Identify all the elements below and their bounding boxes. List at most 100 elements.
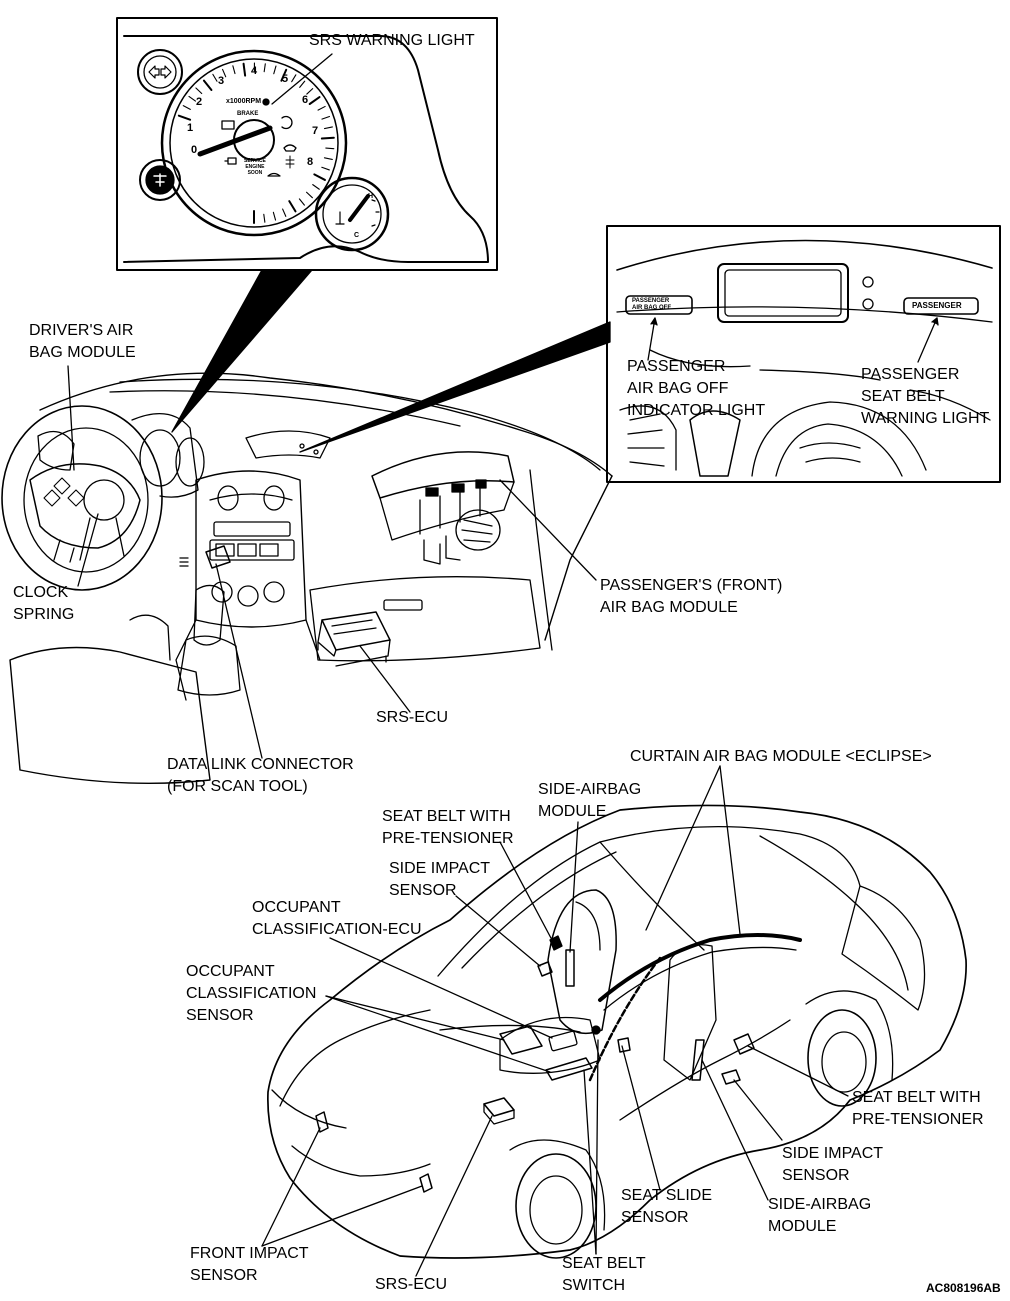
tach-unit: x1000RPM xyxy=(226,98,262,105)
front-impact-sensor-leader-1 xyxy=(261,1127,321,1247)
label-seat-belt-pretensioner-right: SEAT BELT WITH PRE-TENSIONER xyxy=(852,1089,984,1128)
temp-hot-mark: H xyxy=(368,193,374,200)
label-occupant-classification-sensor: OCCUPANT CLASSIFICATION SENSOR xyxy=(186,963,317,1024)
label-side-impact-sensor-right: SIDE IMPACT SENSOR xyxy=(782,1145,884,1184)
side-impact-sensor-right-part xyxy=(721,1069,741,1085)
tach-tick xyxy=(263,213,266,223)
seat-slide-sensor-leader xyxy=(621,1045,661,1191)
tach-tick xyxy=(288,200,297,213)
label-seat-belt-switch: SEAT BELT SWITCH xyxy=(562,1255,646,1294)
data-link-connector-leader xyxy=(215,563,263,759)
tach-tick xyxy=(306,88,314,95)
hazard-button xyxy=(137,49,183,95)
seat-belt-pretensioner-left-leader xyxy=(499,841,553,941)
tach-number: 4 xyxy=(251,65,258,77)
side-airbag-bottom-part xyxy=(691,1039,705,1081)
srs-warning-light-leader xyxy=(271,53,333,105)
tach-number: 6 xyxy=(302,94,309,106)
label-passengers-front-air-bag-module: PASSENGER'S (FRONT) AIR BAG MODULE xyxy=(600,577,783,616)
passenger-badge-text: PASSENGER xyxy=(912,301,962,310)
label-srs-warning-light: SRS WARNING LIGHT xyxy=(309,32,475,49)
side-impact-sensor-left-leader xyxy=(455,895,541,967)
tach-tick xyxy=(202,79,213,91)
tach-tick xyxy=(242,62,247,77)
clock-spring-leader xyxy=(77,513,99,587)
hazard-icon xyxy=(148,65,172,79)
side-airbag-top-leader xyxy=(569,821,579,953)
tach-tick xyxy=(321,115,331,120)
tach-tick xyxy=(272,211,277,221)
seat-belt-switch-leader-2 xyxy=(583,1069,597,1255)
tach-tick xyxy=(298,198,305,206)
tach-tick xyxy=(321,166,330,171)
front-impact-sensor-right-part xyxy=(419,1173,433,1193)
side-impact-sensor-left-part xyxy=(537,961,553,977)
tach-tick xyxy=(280,68,288,82)
seat-belt-pretensioner-right-part xyxy=(733,1033,755,1055)
curtain-air-bag-leader-1 xyxy=(645,765,721,931)
tach-tick xyxy=(232,65,236,75)
temp-cold-mark: C xyxy=(354,232,360,239)
air-bag-off-badge-text: PASSENGER AIR BAG OFF xyxy=(632,298,671,311)
seat-belt-switch-leader-1 xyxy=(595,1039,599,1255)
air-bag-off-badge xyxy=(625,295,693,315)
tach-tick xyxy=(282,208,287,217)
seat-belt-pretensioner-left-part xyxy=(549,935,563,951)
indicator-callout-wedge xyxy=(299,321,611,453)
tach-tick xyxy=(273,65,277,75)
tach-number: 7 xyxy=(312,125,319,137)
tach-tick xyxy=(323,126,333,130)
seat-slide-sensor-part xyxy=(617,1037,631,1053)
tach-number: 0 xyxy=(191,144,198,156)
car-leaders xyxy=(261,765,849,1277)
occupant-classification-parts xyxy=(499,1025,601,1081)
occupant-classification-sensor-leader-1 xyxy=(325,995,505,1041)
temp-needle xyxy=(348,194,370,222)
tach-tick xyxy=(212,73,218,82)
label-front-impact-sensor: FRONT IMPACT SENSOR xyxy=(190,1245,309,1284)
label-occupant-classification-ecu: OCCUPANT CLASSIFICATION-ECU xyxy=(252,899,422,938)
tach-tick xyxy=(320,136,335,140)
seat-belt-warning-leader xyxy=(917,317,938,363)
car-illustration xyxy=(267,804,967,1259)
air-bag-off-leader xyxy=(647,317,656,361)
temperature-gauge xyxy=(314,176,390,252)
tach-number: 2 xyxy=(196,96,203,108)
passenger-air-bag-module xyxy=(371,451,515,565)
passenger-air-bag-leader xyxy=(499,479,597,581)
side-airbag-top-part xyxy=(565,949,575,987)
label-srs-ecu-car: SRS-ECU xyxy=(375,1276,448,1293)
dashboard-illustration xyxy=(1,372,613,785)
tach-number: 8 xyxy=(307,156,314,168)
tach-tick xyxy=(306,191,313,199)
srs-ecu-dash-leader xyxy=(359,645,411,713)
passenger-seat-belt-badge xyxy=(903,297,979,315)
label-clock-spring: CLOCK SPRING xyxy=(13,584,75,623)
tach-tick xyxy=(195,87,203,95)
tach-tick xyxy=(299,80,306,88)
curtain-air-bag-leader-2 xyxy=(719,765,741,935)
label-seat-belt-pretensioner-left: SEAT BELT WITH PRE-TENSIONER xyxy=(382,808,514,847)
tach-tick xyxy=(222,68,227,78)
side-impact-sensor-right-leader xyxy=(733,1079,783,1141)
tach-tick xyxy=(291,74,297,83)
label-passenger-seat-belt-warning: PASSENGER SEAT BELT WARNING LIGHT xyxy=(861,366,990,427)
label-passenger-air-bag-off-indicator: PASSENGER AIR BAG OFF INDICATOR LIGHT xyxy=(627,358,766,419)
tach-tick xyxy=(325,147,335,150)
srs-warning-light-icon xyxy=(262,98,270,106)
occupant-classification-ecu-leader xyxy=(329,937,553,1039)
srs-ecu-car-leader xyxy=(415,1115,493,1277)
label-seat-slide-sensor: SEAT SLIDE SENSOR xyxy=(621,1187,712,1226)
brake-indicator: BRAKE xyxy=(237,111,259,117)
occupant-classification-sensor-leader-2 xyxy=(325,995,551,1073)
label-data-link-connector: DATA LINK CONNECTOR (FOR SCAN TOOL) xyxy=(167,756,354,795)
tach-tick xyxy=(263,63,266,73)
label-side-airbag-module-top: SIDE-AIRBAG MODULE xyxy=(538,781,642,820)
side-airbag-bottom-leader xyxy=(701,1059,769,1201)
service-engine-soon: SERVICE ENGINE SOON xyxy=(244,158,266,176)
tach-tick xyxy=(323,157,333,161)
steering-wheel xyxy=(1,405,163,591)
label-drivers-air-bag-module: DRIVER'S AIR BAG MODULE xyxy=(29,322,136,361)
